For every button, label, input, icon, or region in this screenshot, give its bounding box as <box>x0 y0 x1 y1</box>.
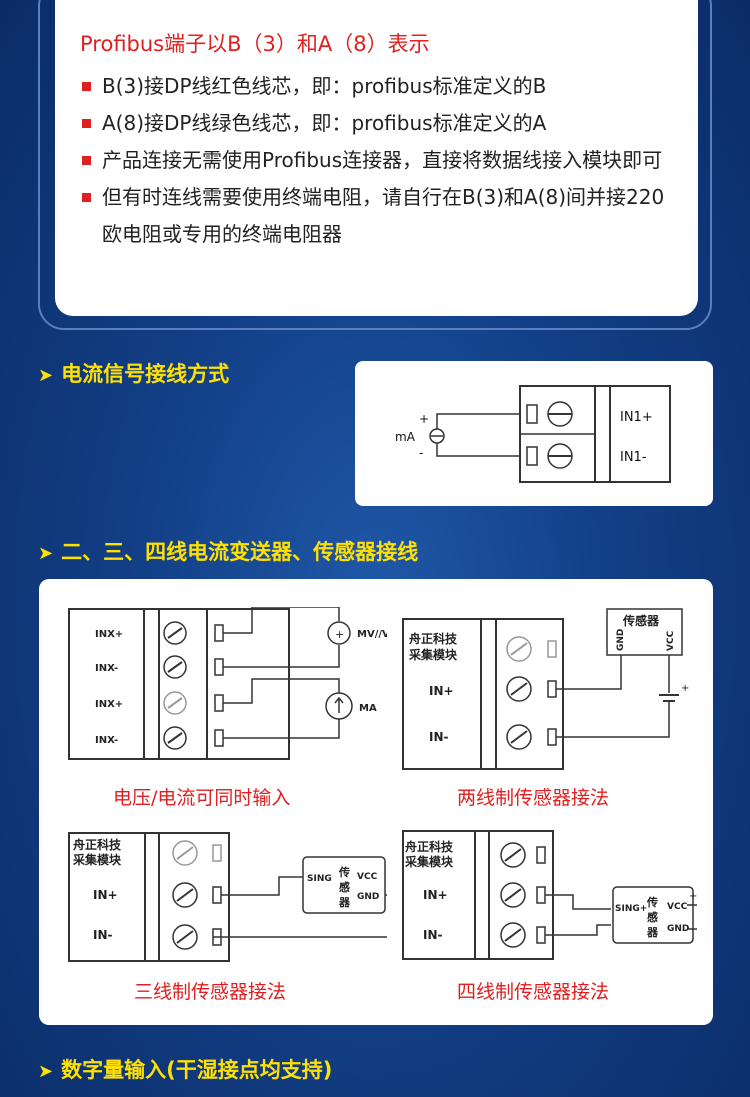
svg-text:-: - <box>419 446 423 460</box>
svg-text:感: 感 <box>339 880 350 894</box>
svg-text:感: 感 <box>647 910 658 924</box>
svg-text:INX-: INX- <box>95 735 118 746</box>
svg-text:传: 传 <box>646 895 658 909</box>
bullet-item: 但有时连线需要使用终端电阻，请自行在B(3)和A(8)间并接220欧电阻或专用的… <box>80 179 680 253</box>
caption-three-wire: 三线制传感器接法 <box>134 981 287 1003</box>
svg-text:器: 器 <box>338 896 351 909</box>
section-digital-input-title: ➤数字量输入(干湿接点均支持) <box>38 1058 333 1082</box>
svg-text:GND: GND <box>667 924 689 934</box>
bullet-item: B(3)接DP线红色线芯，即：profibus标准定义的B <box>80 68 680 105</box>
three-wire-diagram: 舟正科技 采集模块 IN+ IN- SING 传 感 器 VCC GND + <box>68 832 387 962</box>
caption-two-wire: 两线制传感器接法 <box>457 787 610 809</box>
svg-text:器: 器 <box>646 926 659 939</box>
ma-source-label: mA <box>395 430 416 444</box>
arrow-icon: ➤ <box>38 1061 54 1082</box>
svg-text:采集模块: 采集模块 <box>72 852 122 867</box>
profibus-bullet-list: B(3)接DP线红色线芯，即：profibus标准定义的B A(8)接DP线绿色… <box>80 68 680 253</box>
bullet-item: A(8)接DP线绿色线芯，即：profibus标准定义的A <box>80 105 680 142</box>
svg-text:IN-: IN- <box>423 928 443 942</box>
svg-text:VCC: VCC <box>666 630 676 651</box>
svg-text:+: + <box>335 628 344 641</box>
svg-text:舟正科技: 舟正科技 <box>405 839 454 854</box>
svg-text:传感器: 传感器 <box>622 613 660 628</box>
svg-text:IN+: IN+ <box>423 888 448 902</box>
svg-text:IN+: IN+ <box>93 888 118 902</box>
current-wiring-diagram: IN1+ IN1- + - mA <box>395 385 671 483</box>
section-current-wiring-title: ➤电流信号接线方式 <box>38 362 230 386</box>
two-wire-diagram: 舟正科技 采集模块 IN+ IN- 传感器 GND VCC + <box>402 608 689 770</box>
four-wire-diagram: 舟正科技 采集模块 IN+ IN- SING+ 传 感 器 VCC GND + <box>402 830 697 960</box>
svg-text:IN-: IN- <box>429 730 449 744</box>
profibus-title: Profibus端子以B（3）和A（8）表示 <box>80 32 430 56</box>
bullet-item: 产品连接无需使用Profibus连接器，直接将数据线接入模块即可 <box>80 142 680 179</box>
svg-text:MA: MA <box>359 703 377 714</box>
svg-text:INX+: INX+ <box>95 699 123 710</box>
svg-text:GND: GND <box>616 629 626 651</box>
top-card-frame <box>38 0 712 330</box>
svg-text:舟正科技: 舟正科技 <box>73 837 122 852</box>
in1p-label: IN1+ <box>620 410 653 425</box>
transmitter-wiring-card: INX+ INX- INX+ INX- + MV//V MA 电压/电流可同时输… <box>39 579 713 1025</box>
section-transmitter-wiring-title: ➤二、三、四线电流变送器、传感器接线 <box>38 540 419 564</box>
svg-text:VCC: VCC <box>357 872 378 882</box>
svg-text:INX-: INX- <box>95 663 118 674</box>
current-wiring-card: IN1+ IN1- + - mA <box>355 361 713 506</box>
svg-text:+: + <box>681 683 689 694</box>
in1n-label: IN1- <box>620 450 647 465</box>
caption-four-wire: 四线制传感器接法 <box>457 981 610 1003</box>
arrow-icon: ➤ <box>38 365 54 386</box>
profibus-info-card: Profibus端子以B（3）和A（8）表示 B(3)接DP线红色线芯，即：pr… <box>55 0 698 316</box>
svg-text:INX+: INX+ <box>95 629 123 640</box>
arrow-icon: ➤ <box>38 543 54 564</box>
svg-text:IN+: IN+ <box>429 684 454 698</box>
svg-text:SING+: SING+ <box>615 904 647 914</box>
svg-text:GND: GND <box>357 892 379 902</box>
svg-text:+: + <box>419 412 429 426</box>
svg-text:MV//V: MV//V <box>357 629 387 640</box>
svg-text:VCC: VCC <box>667 902 688 912</box>
svg-text:传: 传 <box>338 865 350 879</box>
svg-text:采集模块: 采集模块 <box>408 647 458 662</box>
svg-text:SING: SING <box>307 874 332 884</box>
caption-dual-input: 电压/电流可同时输入 <box>113 787 291 809</box>
dual-input-diagram: INX+ INX- INX+ INX- + MV//V MA <box>68 607 387 760</box>
svg-text:舟正科技: 舟正科技 <box>409 631 458 646</box>
svg-text:IN-: IN- <box>93 928 113 942</box>
svg-text:采集模块: 采集模块 <box>404 854 454 869</box>
svg-text:+: + <box>689 891 697 902</box>
